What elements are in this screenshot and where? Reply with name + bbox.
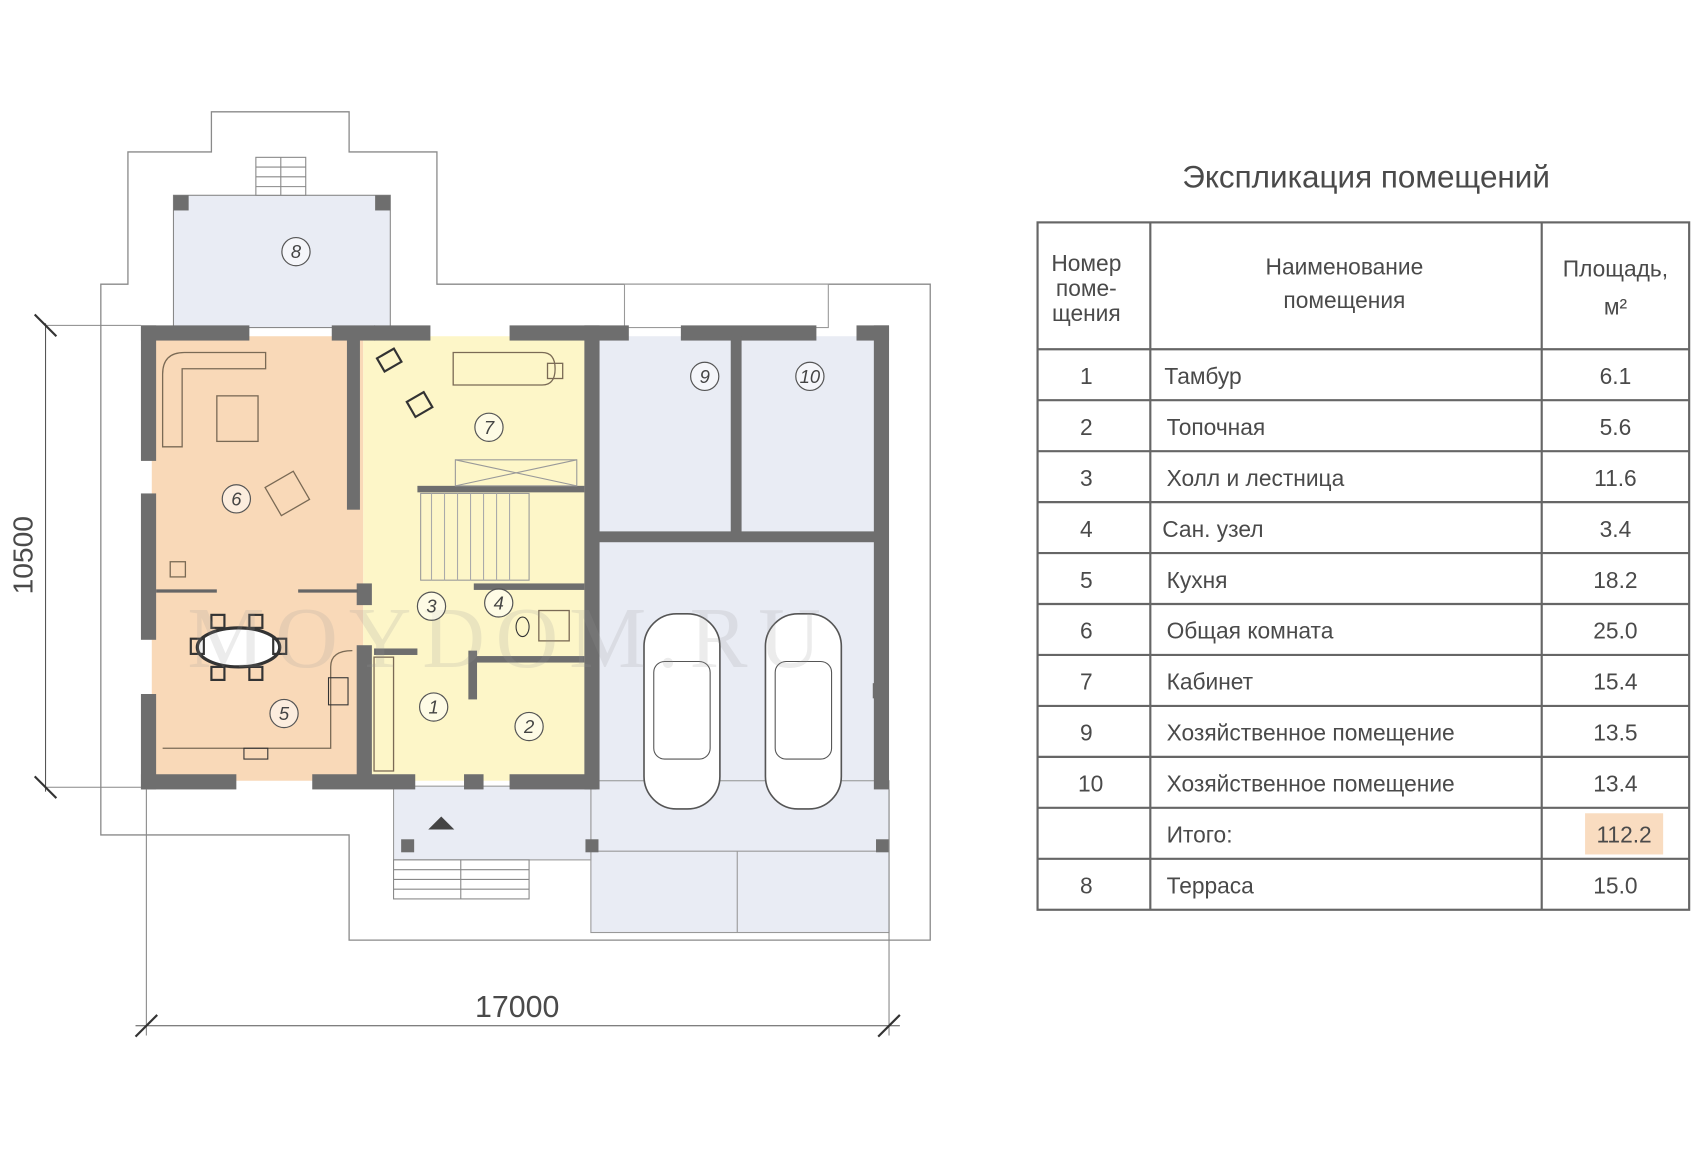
room-number-5: 5	[269, 698, 299, 729]
svg-text:11.6: 11.6	[1594, 465, 1637, 491]
svg-text:7: 7	[1080, 669, 1093, 695]
dimension-width: 17000	[134, 789, 901, 1038]
bathroom-fixtures-icon	[515, 609, 570, 642]
entrance-porch	[393, 785, 592, 861]
wardrobe-icon	[373, 656, 395, 772]
svg-text:25.0: 25.0	[1593, 618, 1637, 644]
svg-text:7: 7	[484, 417, 495, 438]
svg-text:Площадь,: Площадь,	[1563, 256, 1668, 282]
kitchen-counter-icon	[162, 649, 353, 760]
table-row: 8 Терраса 15.0	[1080, 872, 1638, 898]
table-row: 4 Сан. узел 3.4	[1080, 516, 1631, 542]
table-row: 6 Общая комната 25.0	[1080, 618, 1638, 644]
svg-text:3: 3	[1080, 465, 1093, 491]
room-number-4: 4	[484, 588, 514, 618]
svg-text:4: 4	[1080, 516, 1093, 542]
svg-text:4: 4	[494, 592, 504, 613]
svg-text:5: 5	[1080, 567, 1093, 593]
table-grid	[1036, 221, 1691, 911]
svg-text:1: 1	[429, 697, 439, 718]
storage-porch	[623, 283, 829, 329]
svg-text:9: 9	[700, 366, 710, 387]
room-number-8: 8	[281, 236, 311, 267]
table-row: 5 Кухня 18.2	[1080, 567, 1638, 593]
svg-text:13.5: 13.5	[1593, 720, 1637, 746]
svg-text:8: 8	[291, 241, 302, 262]
svg-text:2: 2	[523, 716, 534, 737]
svg-text:помещения: помещения	[1283, 287, 1405, 313]
svg-text:15.4: 15.4	[1593, 669, 1637, 695]
svg-text:Кухня: Кухня	[1167, 567, 1228, 593]
svg-text:5: 5	[279, 703, 290, 724]
svg-text:3.4: 3.4	[1600, 516, 1632, 542]
svg-text:13.4: 13.4	[1593, 771, 1637, 797]
svg-text:8: 8	[1080, 872, 1093, 898]
svg-text:Номер: Номер	[1051, 250, 1121, 276]
room-schedule-table: Экспликация помещений Номер поме- щения …	[1036, 160, 1691, 911]
dimension-height: 10500	[7, 313, 141, 799]
room-number-10: 10	[795, 361, 825, 392]
sofa-corner-icon	[161, 351, 311, 578]
carport-area	[590, 780, 890, 934]
svg-text:Хозяйственное помещение: Хозяйственное помещение	[1167, 720, 1455, 746]
table-row: 2 Топочная 5.6	[1080, 414, 1631, 440]
terrace-stairs-icon	[255, 156, 307, 196]
table-header: Номер поме- щения Наименование помещения…	[1051, 250, 1668, 326]
svg-text:10: 10	[800, 366, 821, 387]
svg-text:112.2: 112.2	[1596, 822, 1651, 848]
room-number-3: 3	[416, 591, 447, 621]
hall-area	[363, 336, 591, 781]
car-icon	[764, 612, 843, 810]
car-icon	[643, 612, 721, 810]
table-title: Экспликация помещений	[1182, 160, 1550, 195]
room-number-1: 1	[418, 692, 449, 722]
terrace-area	[172, 194, 391, 329]
svg-text:Хозяйственное помещение: Хозяйственное помещение	[1167, 771, 1455, 797]
staircase-icon	[420, 459, 578, 581]
svg-text:18.2: 18.2	[1593, 567, 1637, 593]
svg-text:3: 3	[426, 596, 437, 617]
room-number-7: 7	[474, 412, 504, 442]
table-row: 10 Хозяйственное помещение 13.4	[1078, 771, 1638, 797]
svg-text:9: 9	[1080, 720, 1093, 746]
svg-text:Итого:: Итого:	[1167, 822, 1233, 848]
room-number-9: 9	[690, 361, 720, 392]
svg-text:Кабинет: Кабинет	[1167, 669, 1254, 695]
office-furniture-icon	[375, 347, 564, 419]
room-number-2: 2	[514, 711, 544, 742]
table-row: 7 Кабинет 15.4	[1080, 669, 1638, 695]
site-contour	[100, 111, 931, 941]
entrance-arrow-icon	[428, 816, 455, 830]
svg-text:6.1: 6.1	[1600, 363, 1632, 389]
table-row: 9 Хозяйственное помещение 13.5	[1080, 720, 1638, 746]
total-highlight	[1585, 813, 1664, 855]
entrance-stairs-icon	[393, 859, 530, 900]
svg-text:Топочная: Топочная	[1167, 414, 1266, 440]
svg-text:1: 1	[1080, 363, 1093, 389]
svg-text:5.6: 5.6	[1600, 414, 1632, 440]
svg-text:10: 10	[1078, 771, 1103, 797]
dining-table-icon	[189, 613, 288, 681]
svg-text:15.0: 15.0	[1593, 872, 1637, 898]
svg-text:Терраса: Терраса	[1167, 872, 1255, 898]
svg-text:6: 6	[1080, 618, 1093, 644]
svg-text:щения: щения	[1052, 300, 1121, 326]
table-row: 1 Тамбур 6.1	[1080, 363, 1631, 389]
walls	[140, 325, 890, 790]
svg-text:Сан. узел: Сан. узел	[1162, 516, 1263, 542]
svg-text:2: 2	[1080, 414, 1093, 440]
svg-text:Холл и лестница: Холл и лестница	[1167, 465, 1345, 491]
svg-text:10500: 10500	[7, 516, 39, 594]
svg-text:6: 6	[231, 488, 242, 509]
svg-text:17000: 17000	[475, 991, 559, 1024]
svg-text:Тамбур: Тамбур	[1164, 363, 1241, 389]
svg-text:Общая комната: Общая комната	[1167, 618, 1334, 644]
svg-text:поме-: поме-	[1056, 275, 1117, 301]
room-number-6: 6	[221, 484, 252, 514]
table-row: 3 Холл и лестница 11.6	[1080, 465, 1637, 491]
svg-text:м²: м²	[1604, 294, 1628, 320]
table-row-total: Итого: 112.2	[1167, 822, 1652, 848]
svg-text:Наименование: Наименование	[1266, 253, 1424, 279]
floor-plan: MOYDOM.RU 1 2 3 4 5 6 7 8 9 10 10500 170…	[7, 111, 931, 1038]
